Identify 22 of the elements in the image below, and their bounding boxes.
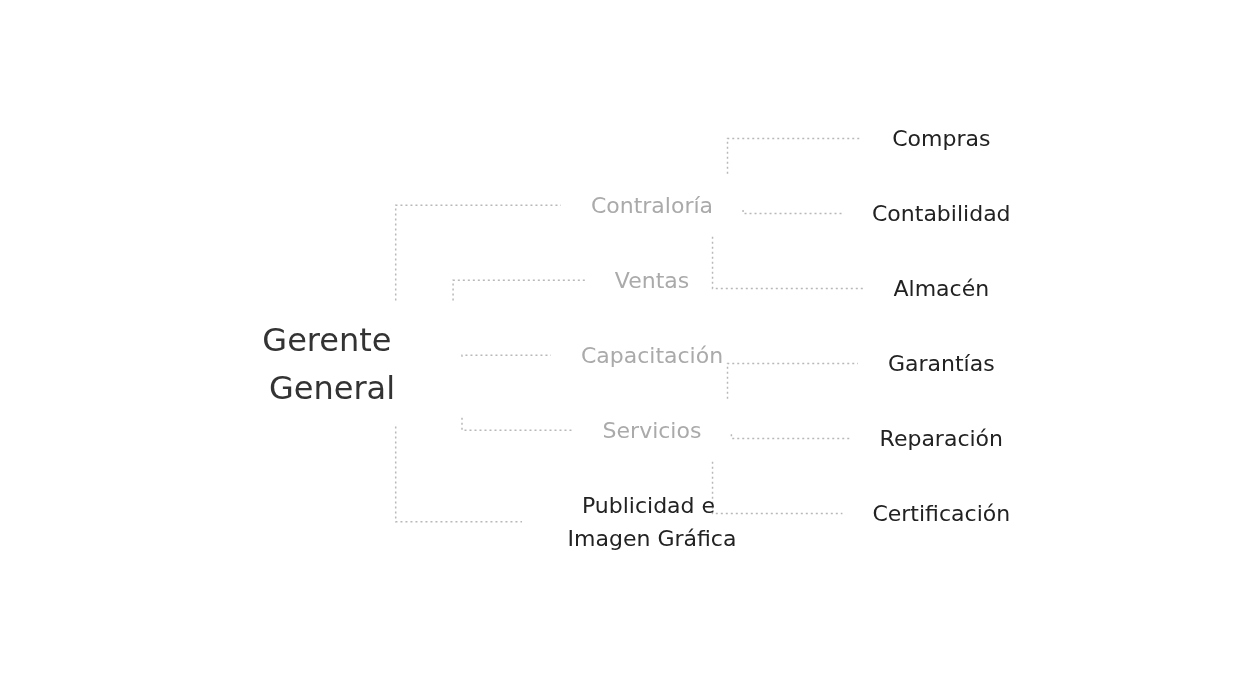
connector [452, 279, 586, 301]
connector [460, 416, 574, 431]
connector [730, 433, 851, 439]
node-text: Publicidad e Imagen Gráfica [567, 492, 737, 551]
connector [460, 354, 552, 358]
connector [711, 460, 843, 514]
node-text: Ventas [614, 267, 689, 293]
node-text: Certificación [872, 500, 1010, 526]
node-text: Compras [891, 125, 991, 151]
node-text: Contraloría [590, 192, 713, 218]
connector [711, 235, 864, 289]
node-text: Garantías [887, 350, 995, 376]
connector [394, 425, 523, 523]
connector [742, 208, 843, 214]
node-text: Capacitación [580, 342, 723, 368]
node-text: Servicios [602, 417, 702, 443]
node-text: Reparación [879, 425, 1003, 451]
connector [726, 362, 859, 400]
node-text: Almacén [893, 275, 989, 301]
connector [394, 204, 562, 301]
node-text: Gerente General [262, 320, 395, 407]
node-text: Contabilidad [871, 200, 1011, 226]
